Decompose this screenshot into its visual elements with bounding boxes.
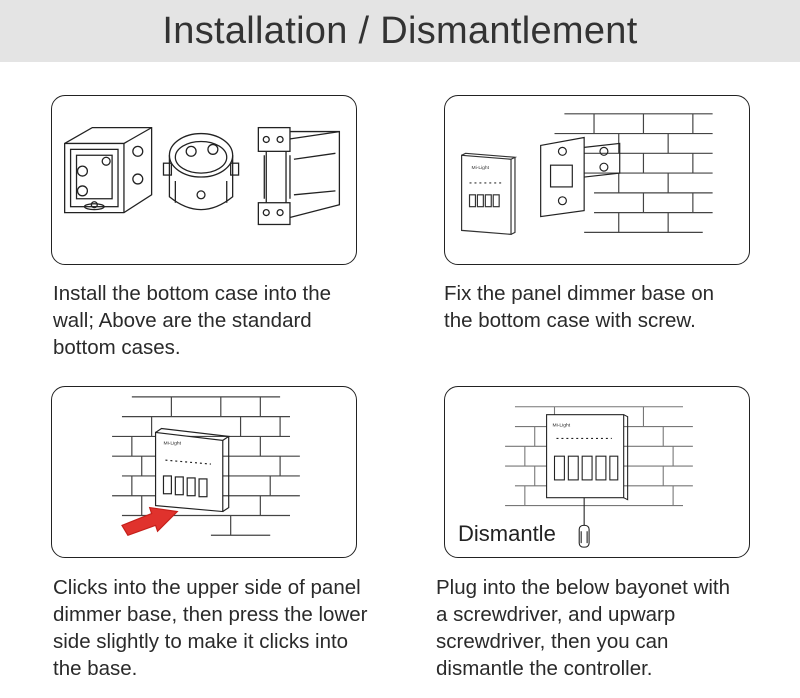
panel-icon: Mi-Light: [461, 152, 518, 235]
square-box-icon: [64, 126, 153, 214]
dismantle-label: Dismantle: [458, 522, 556, 542]
rect-box-icon: [257, 126, 341, 226]
dimmer-base-wall-illustration: Mi-Light: [444, 95, 750, 265]
svg-text:Mi-Light: Mi-Light: [471, 165, 489, 171]
round-box-icon: [162, 132, 240, 211]
step-3-caption: Clicks into the upper side of panel dimm…: [53, 576, 368, 680]
svg-text:Mi-Light: Mi-Light: [553, 423, 571, 429]
arrow-icon: [121, 506, 179, 536]
panel-icon: Mi-Light: [154, 427, 231, 513]
step-2-caption: Fix the panel dimmer base on the bottom …: [444, 282, 715, 332]
panel-icon: Mi-Light: [546, 414, 629, 501]
svg-text:Mi-Light: Mi-Light: [163, 440, 181, 446]
dimmer-base-icon: [540, 136, 621, 218]
screwdriver-icon: [578, 497, 590, 548]
screwdriver-dismantle-illustration: Mi-Light: [444, 386, 750, 558]
brick-wall-icon: [554, 113, 713, 233]
step-4-caption: Plug into the below bayonet with a screw…: [436, 576, 731, 680]
step-1-caption: Install the bottom case into the wall; A…: [53, 282, 332, 359]
bottom-cases-illustration: [51, 95, 357, 265]
title-bar: Installation / Dismantlement: [0, 0, 800, 62]
panel-click-in-illustration: Mi-Light: [51, 386, 357, 558]
page-title: Installation / Dismantlement: [162, 9, 638, 52]
